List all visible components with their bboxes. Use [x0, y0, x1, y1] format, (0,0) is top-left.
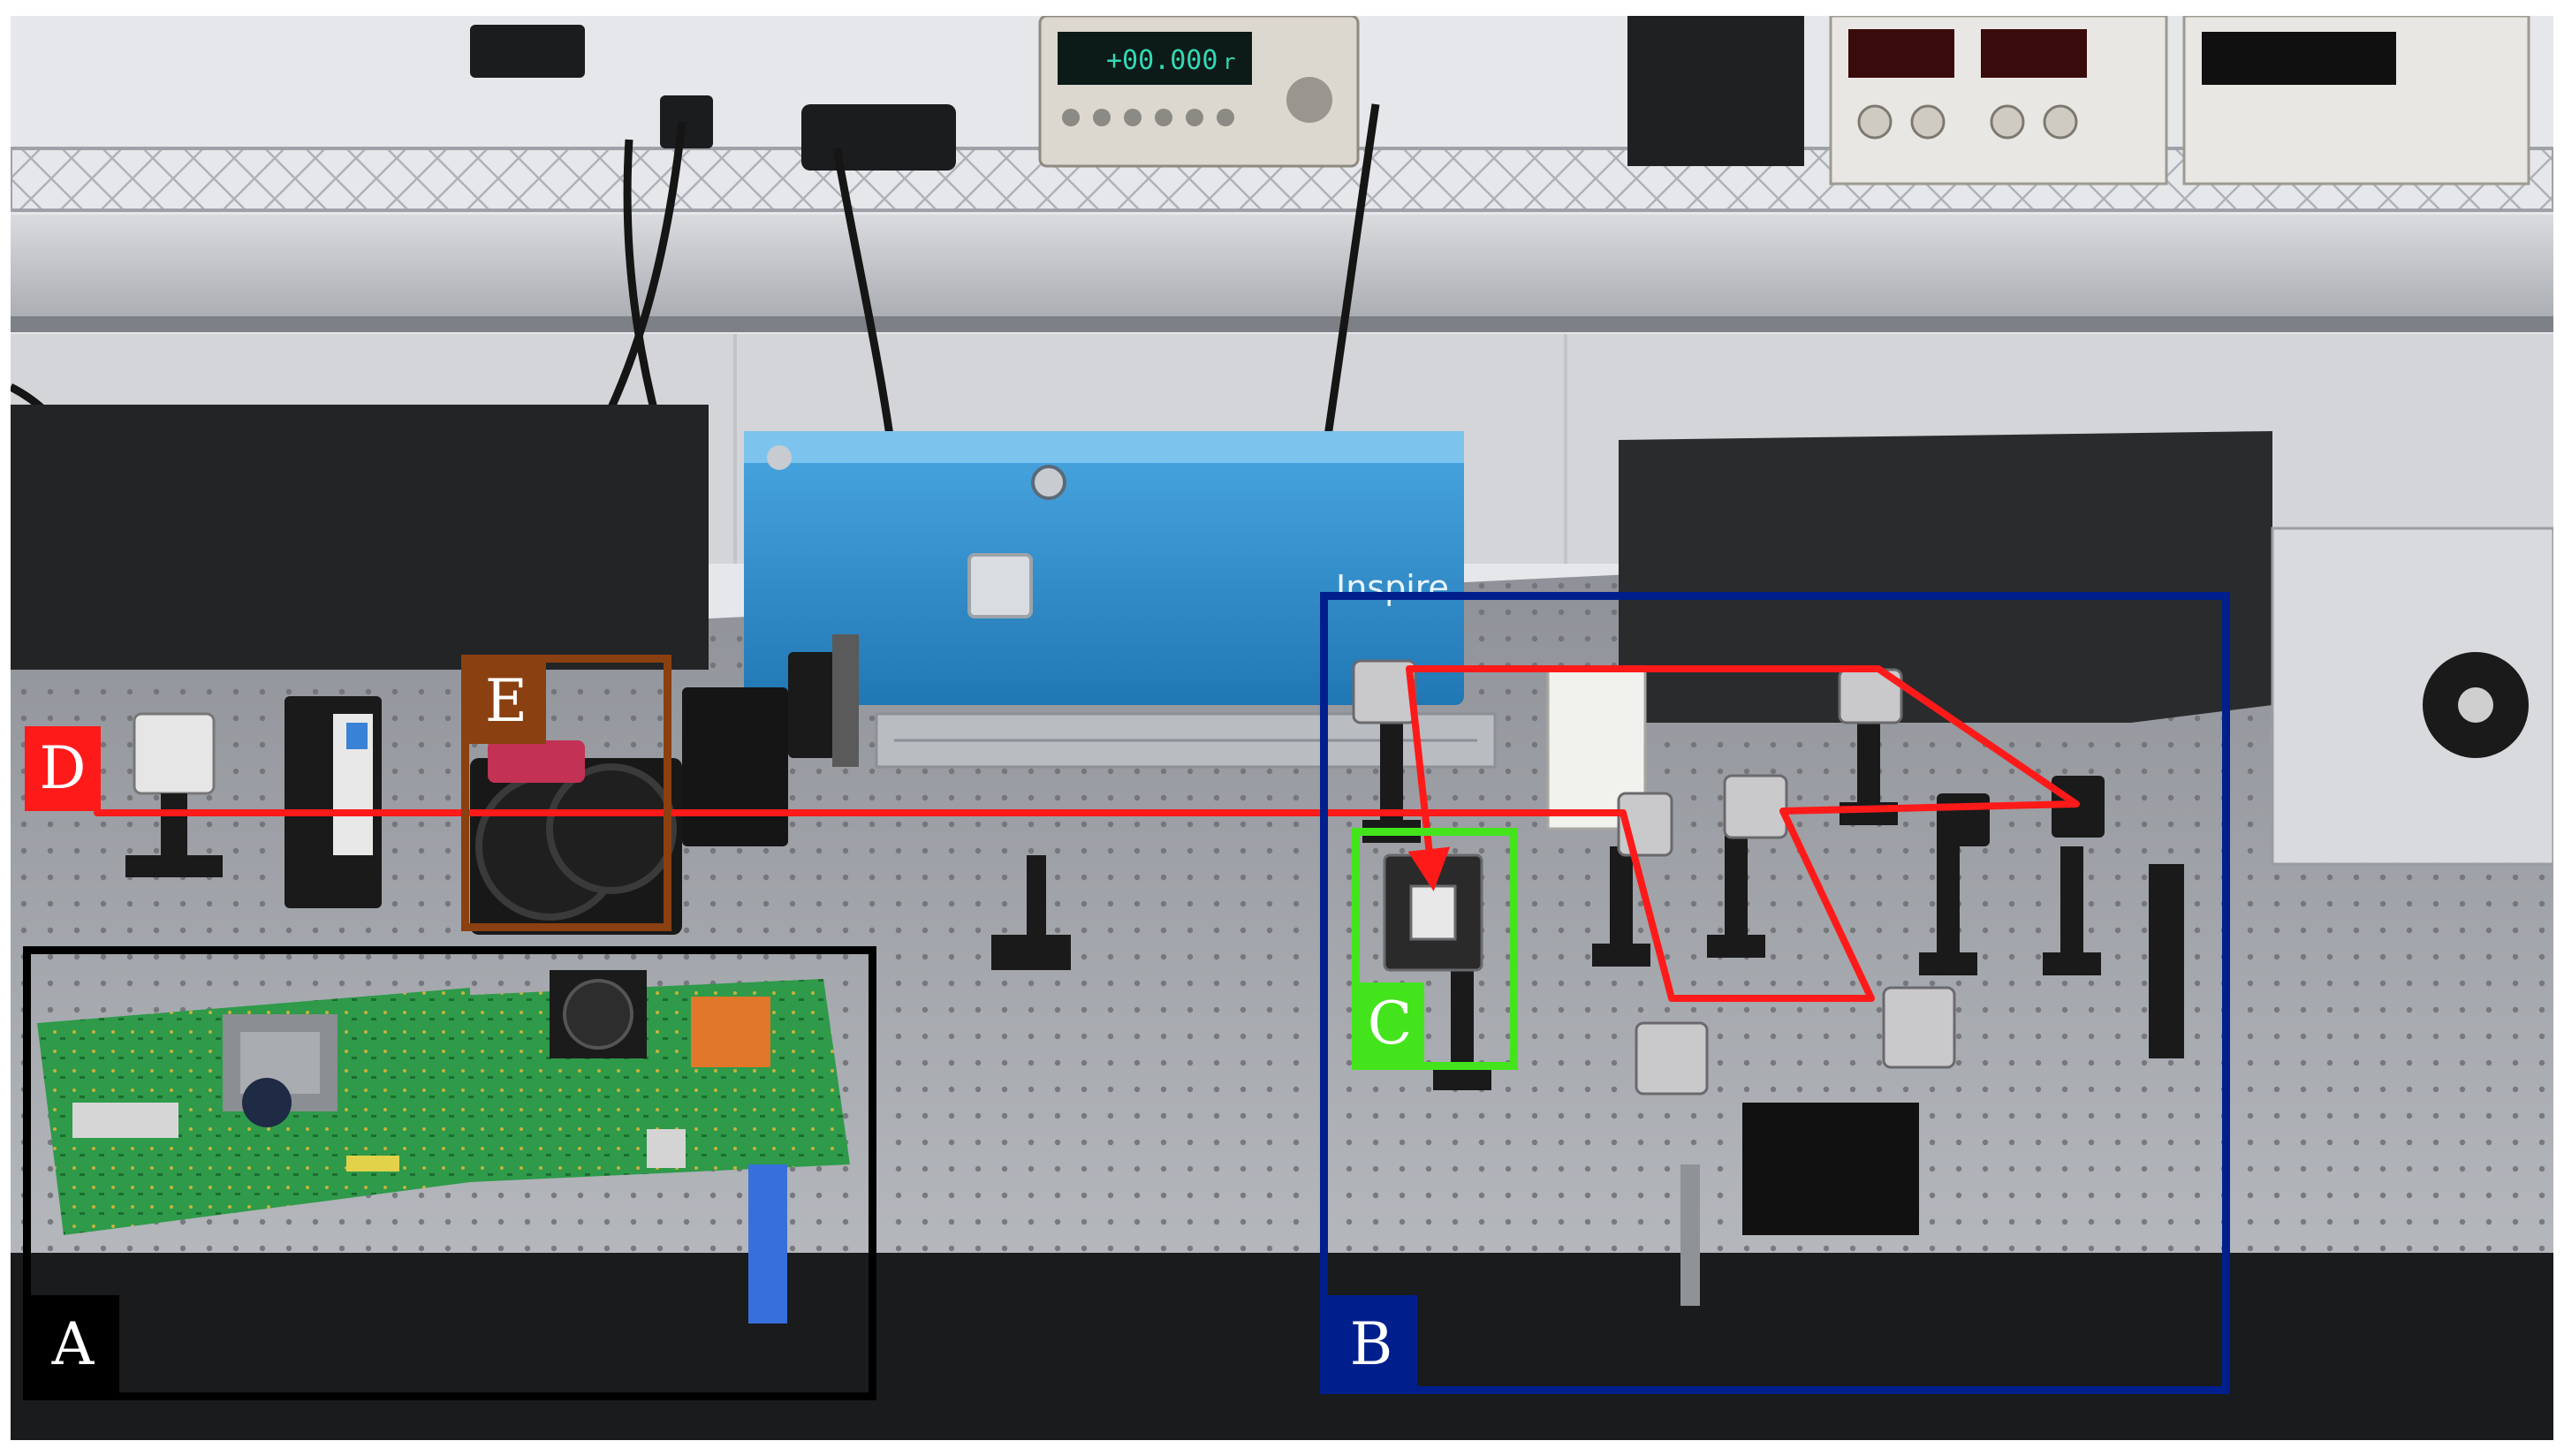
enclosure-wall — [1619, 431, 2272, 723]
power-supply — [1627, 16, 2530, 186]
picoammeter-readout: +00.000 — [1106, 45, 1218, 76]
laser-brand-label: Inspire — [1336, 568, 1449, 607]
region-b-label: B — [1325, 1295, 1417, 1394]
picoammeter: +00.000 r — [1038, 16, 1360, 168]
region-c-label: C — [1355, 982, 1424, 1065]
region-b-box — [1320, 592, 2230, 1394]
region-d-label: D — [25, 726, 101, 811]
shelf-beam — [11, 215, 2553, 321]
table-edge — [11, 1253, 2553, 1440]
region-a-label: A — [27, 1295, 119, 1394]
region-a-box — [23, 946, 876, 1400]
region-c-box — [1352, 828, 1518, 1070]
region-e-box — [461, 655, 671, 931]
region-e-label: E — [467, 659, 546, 744]
picoammeter-unit: r — [1223, 49, 1235, 74]
